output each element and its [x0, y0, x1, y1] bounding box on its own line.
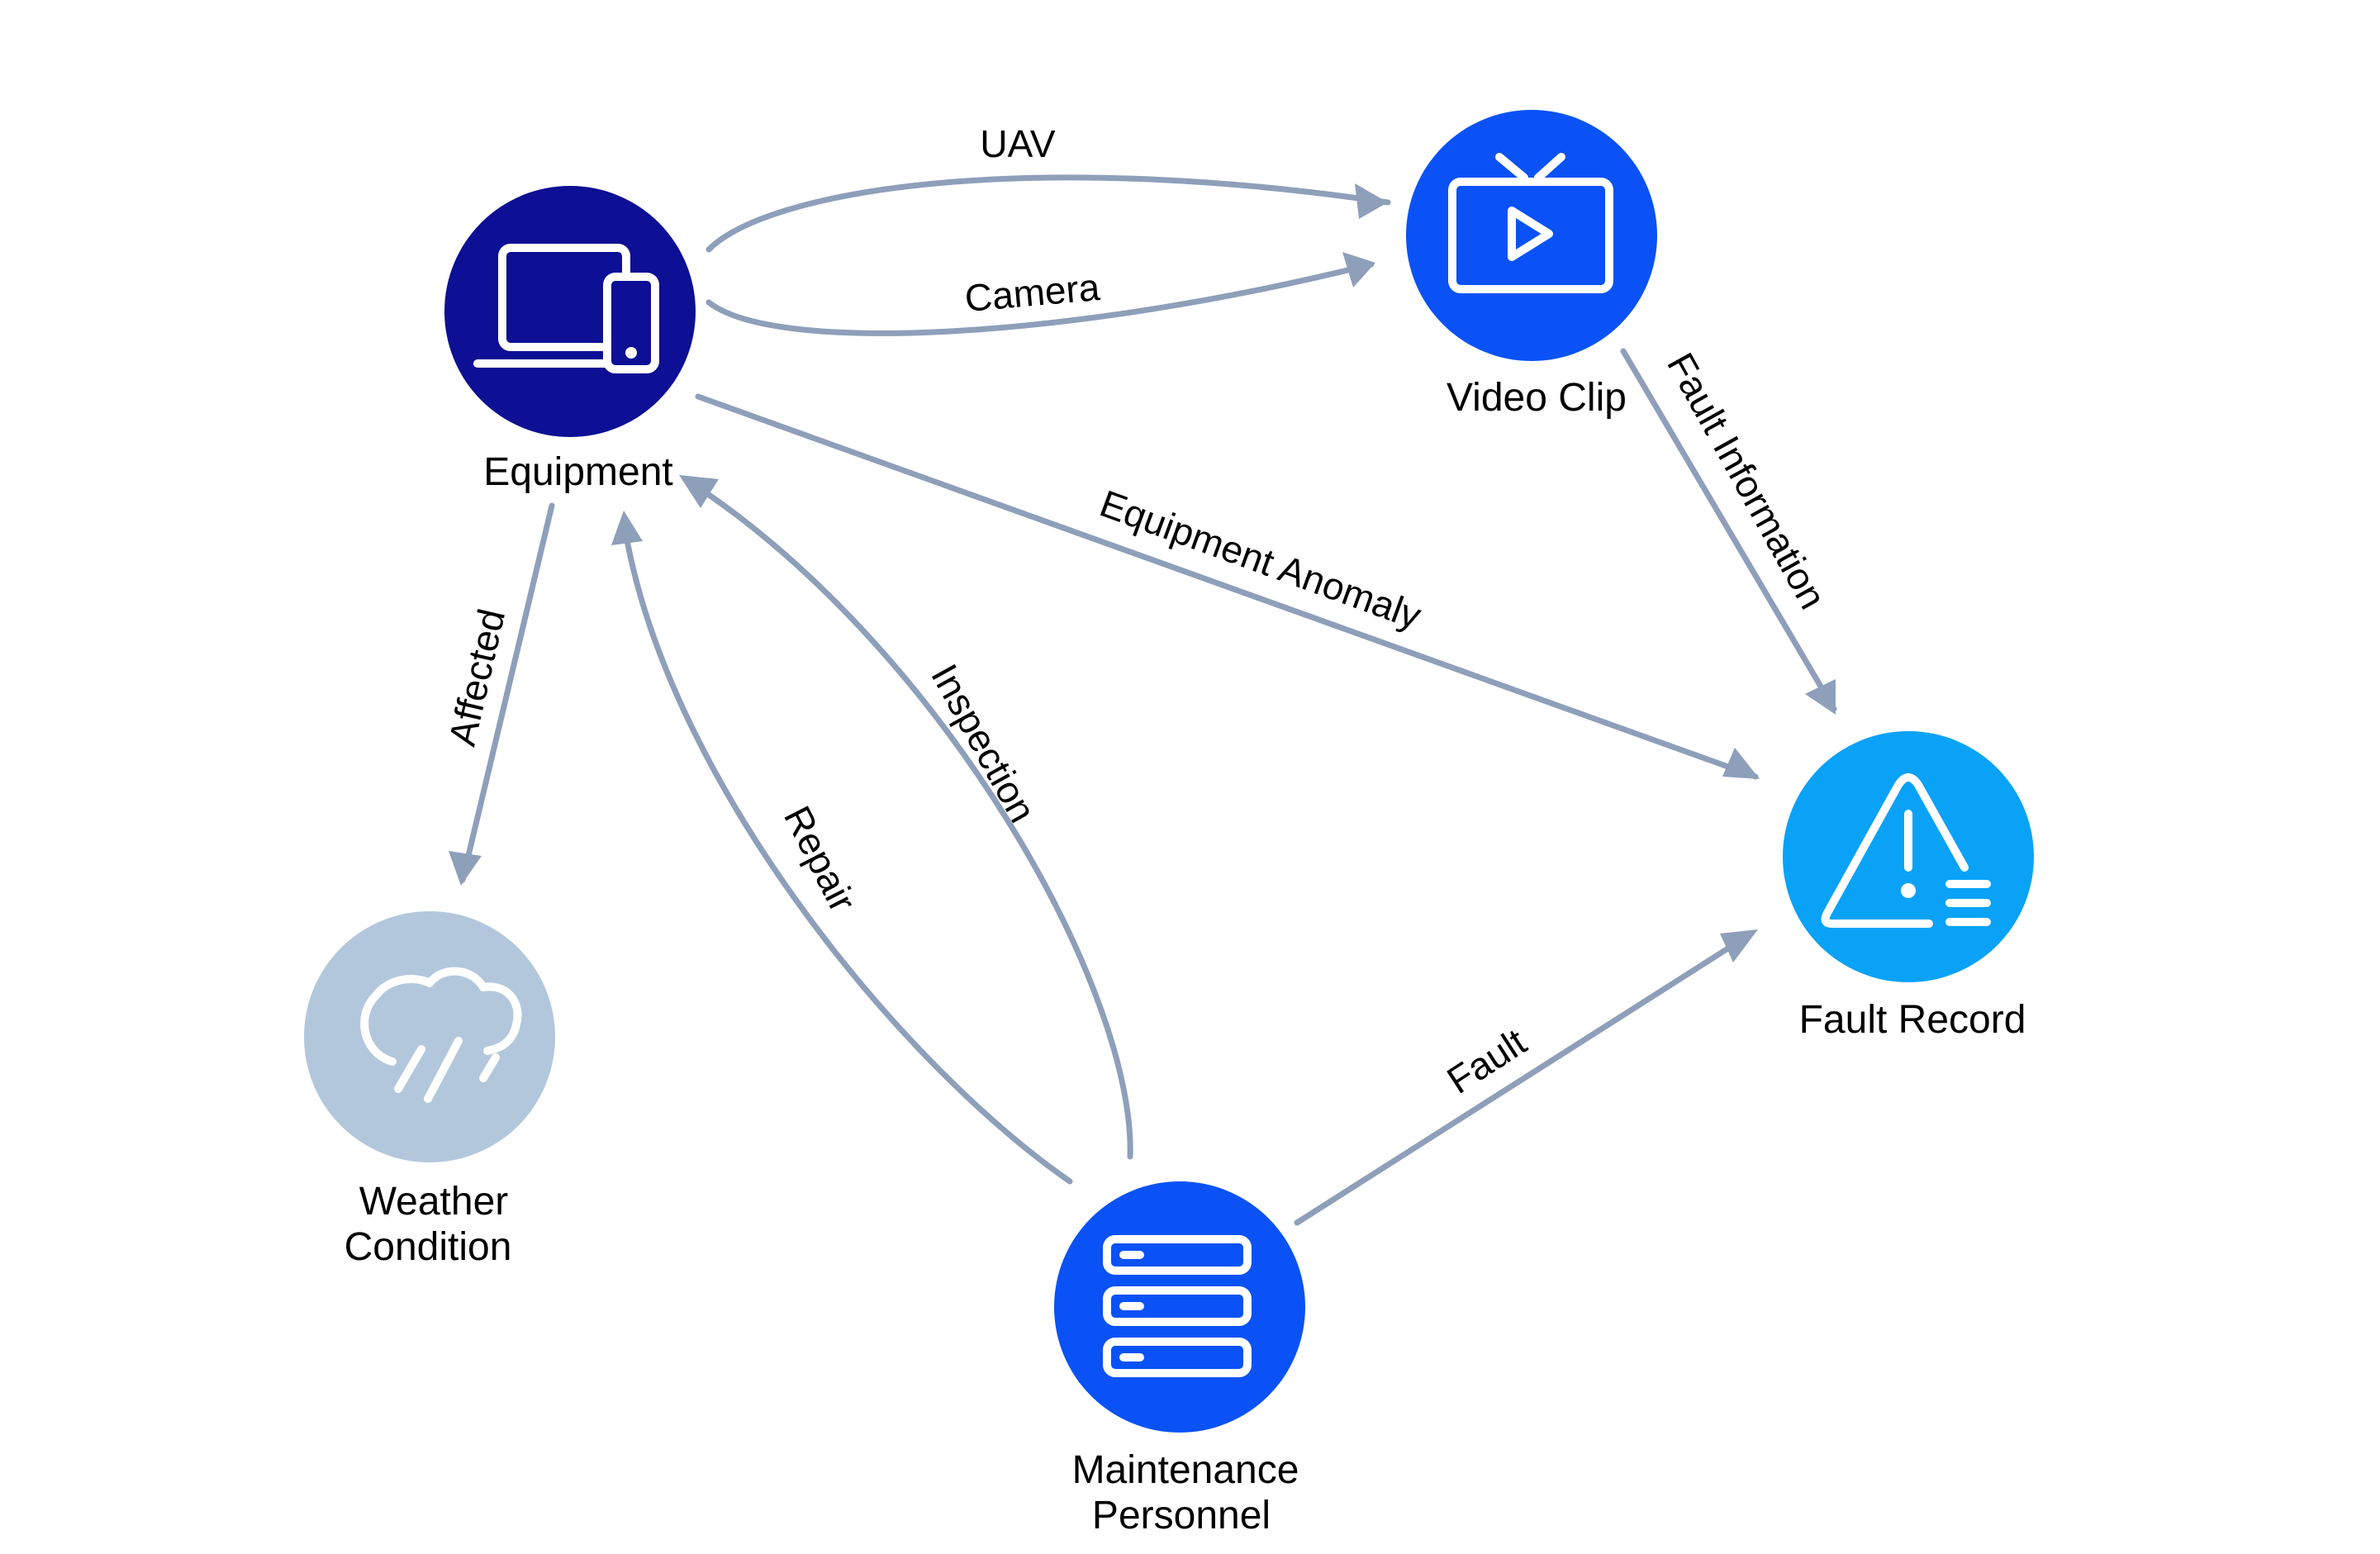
weather-label-line2: Condition: [344, 1225, 512, 1269]
node-equipment: Equipment: [444, 186, 696, 494]
edge-repair: [620, 517, 1073, 1185]
edge-equipment-anomaly: [695, 393, 1759, 780]
server-stack-icon: [1103, 1235, 1252, 1377]
edge-fault-arrowhead: [1720, 929, 1758, 962]
fault-record-label: Fault Record: [1799, 998, 2026, 1042]
video-clip-circle: [1406, 110, 1657, 361]
edge-label-uav: UAV: [980, 122, 1055, 165]
edge-inspection: [682, 476, 1133, 1160]
edge-label-camera: Camera: [963, 265, 1102, 320]
rain-cloud-icon: [360, 967, 522, 1103]
edge-fault-information-arrowhead: [1805, 679, 1836, 715]
edge-uav-arrowhead: [1355, 183, 1388, 219]
node-video-clip: Video Clip: [1406, 110, 1657, 420]
equipment-label: Equipment: [483, 450, 672, 494]
edge-camera: [705, 261, 1375, 336]
edge-inspection-arrowhead: [679, 475, 719, 508]
edges: [449, 174, 1837, 1226]
edge-affected-arrowhead: [449, 851, 482, 886]
edge-label-repair: Repair: [776, 799, 865, 918]
edge-repair-arrowhead: [611, 511, 643, 545]
tv-play-icon: [1448, 153, 1613, 293]
edge-camera-arrowhead: [1342, 252, 1375, 288]
laptop-phone-icon: [473, 244, 659, 373]
edge-uav: [705, 174, 1391, 253]
weather-label-line1: Weather: [359, 1180, 509, 1224]
edge-equipment-anomaly-arrowhead: [1722, 748, 1760, 779]
edge-fault: [1294, 930, 1755, 1226]
edge-label-inspection: Inspection: [923, 657, 1044, 829]
video-clip-label: Video Clip: [1447, 376, 1627, 420]
node-maintenance-personnel: Maintenance Personnel: [1054, 1181, 1305, 1537]
edge-label-fault-information: Fault Information: [1659, 345, 1835, 615]
edge-fault-information: [1620, 348, 1837, 712]
node-fault-record: Fault Record: [1783, 731, 2034, 1042]
maintenance-label-line2: Personnel: [1092, 1494, 1271, 1537]
edge-label-fault: Fault: [1439, 1019, 1533, 1101]
node-weather-condition: Weather Condition: [304, 911, 555, 1269]
weather-circle: [304, 911, 555, 1162]
edge-affected: [459, 502, 555, 883]
maintenance-label-line1: Maintenance: [1072, 1448, 1299, 1492]
maintenance-circle: [1054, 1181, 1305, 1433]
warning-list-icon: [1821, 773, 1991, 928]
edge-label-affected: Affected: [440, 605, 513, 749]
